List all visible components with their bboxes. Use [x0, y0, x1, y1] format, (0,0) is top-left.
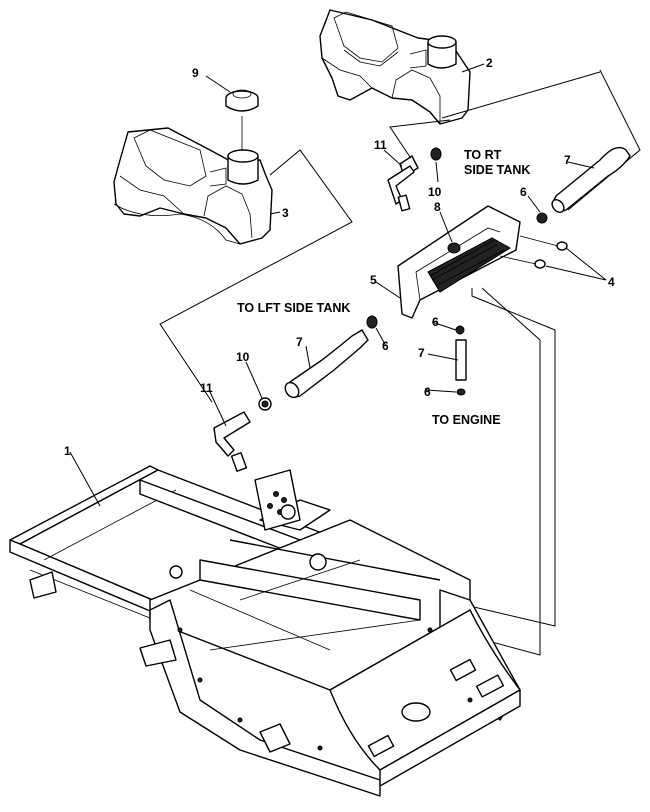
callout-7-engine: 7	[418, 346, 425, 360]
caption-to-lft-side-tank: TO LFT SIDE TANK	[237, 301, 350, 315]
left-hose-assembly	[213, 315, 378, 472]
callout-numbers: 9 2 3 11 10 7 6 8 4 5 6 6 7 6 7 10 11 1	[64, 56, 615, 458]
engine-hose	[455, 325, 467, 396]
left-fuel-tank	[113, 127, 273, 245]
mower-frame	[9, 465, 521, 797]
callout-11-right: 11	[374, 138, 387, 152]
right-fuel-tank	[319, 9, 471, 125]
callout-5: 5	[370, 273, 377, 287]
callout-9: 9	[192, 66, 199, 80]
callout-6-engine-top: 6	[432, 315, 439, 329]
callout-leaders	[69, 63, 607, 507]
callout-7-right: 7	[564, 153, 571, 167]
callout-6-left: 6	[382, 339, 389, 353]
fuel-valve-bracket	[397, 205, 568, 319]
caption-to-engine: TO ENGINE	[432, 413, 501, 427]
callout-6-right: 6	[520, 185, 527, 199]
callout-10-left: 10	[236, 350, 250, 364]
tank-connection-lines	[159, 69, 641, 403]
callout-10-right: 10	[428, 185, 442, 199]
callout-2: 2	[486, 56, 493, 70]
right-hose-assembly	[387, 146, 631, 224]
callout-7-left: 7	[296, 335, 303, 349]
callout-6-engine-bottom: 6	[424, 385, 431, 399]
fuel-cap	[225, 89, 259, 150]
callout-8: 8	[434, 200, 441, 214]
captions: TO RT SIDE TANK TO LFT SIDE TANK TO ENGI…	[237, 148, 530, 427]
callout-1: 1	[64, 444, 71, 458]
callout-4: 4	[608, 275, 615, 289]
callout-3: 3	[282, 206, 289, 220]
callout-11-left: 11	[200, 381, 213, 395]
caption-to-rt: TO RT	[464, 148, 502, 162]
caption-side-tank: SIDE TANK	[464, 163, 530, 177]
